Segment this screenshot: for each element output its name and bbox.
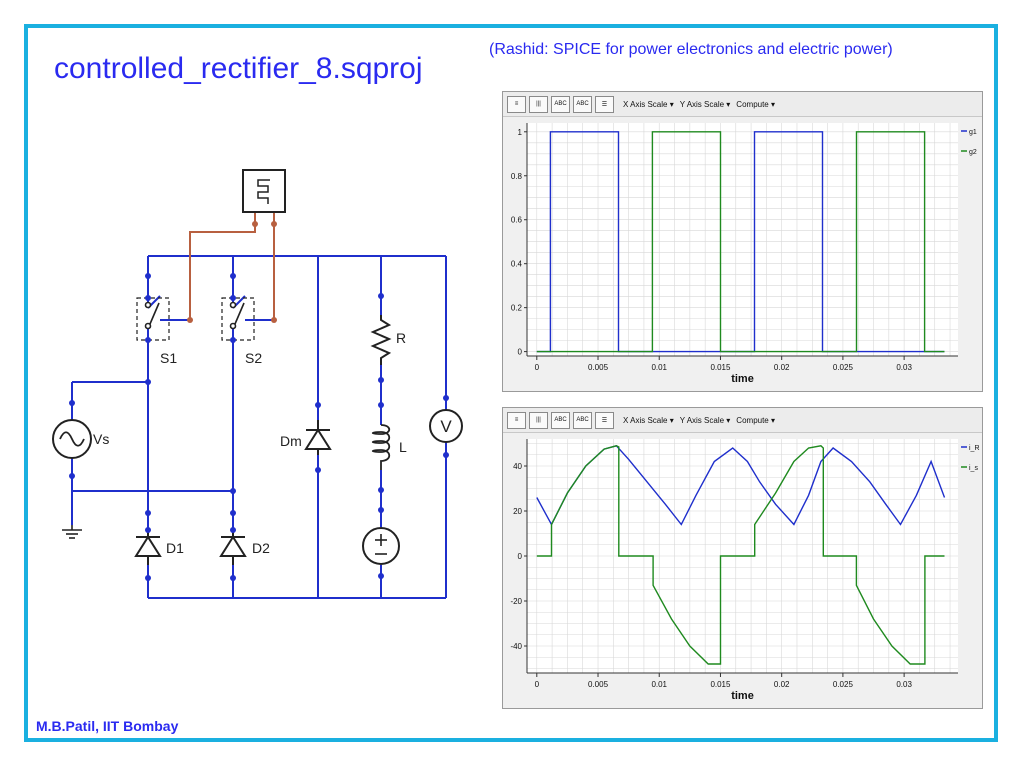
inductor-icon: [371, 424, 391, 470]
compute-menu[interactable]: Compute ▾: [736, 415, 776, 425]
slide-subtitle: (Rashid: SPICE for power electronics and…: [489, 41, 893, 58]
bars-icon[interactable]: |||: [529, 95, 548, 113]
label-l: L: [399, 439, 407, 455]
abc-icon[interactable]: ABC: [551, 411, 570, 429]
x-axis-scale-menu[interactable]: X Axis Scale ▾: [623, 415, 674, 425]
plot-panel-2: ≡ ||| ABC ABC ☰ X Axis Scale ▾ Y Axis Sc…: [502, 407, 983, 709]
y-tick-label: 0.2: [511, 304, 523, 313]
label-r: R: [396, 330, 406, 346]
label-vs: Vs: [93, 431, 109, 447]
x-tick-label: 0.01: [651, 363, 667, 372]
y-tick-label: 40: [513, 462, 522, 471]
y-tick-label: 0: [518, 552, 523, 561]
y-tick-label: 0: [518, 348, 523, 357]
abc-chart-icon[interactable]: ABC: [573, 95, 592, 113]
voltmeter-symbol: V: [440, 417, 452, 436]
circuit-schematic: V S1 S2 Vs Dm R L D1 D2: [52, 169, 463, 599]
legend-icon[interactable]: ☰: [595, 95, 614, 113]
slide-footer: M.B.Patil, IIT Bombay: [36, 718, 179, 734]
x-tick-label: 0.015: [710, 680, 731, 689]
x-tick-label: 0.025: [833, 680, 854, 689]
current-plot: 0 0.005 0.01 0.015 0.02 0.025 0.03 -40 -20 0 20 40 t…: [510, 439, 980, 702]
plot-panel-1: ≡ ||| ABC ABC ☰ X Axis Scale ▾ Y Axis Sc…: [502, 91, 983, 392]
slide-border: [24, 24, 998, 742]
x-tick-label: 0.025: [833, 363, 854, 372]
label-s2: S2: [245, 350, 262, 366]
gate-signal-plot: 0 0.005 0.01 0.015 0.02 0.025 0.03 0 0.2 0.4 0.6 0.…: [511, 123, 977, 385]
legend-label: i_R: [969, 445, 980, 452]
y-tick-label: 20: [513, 507, 522, 516]
x-axis-scale-menu[interactable]: X Axis Scale ▾: [623, 99, 674, 109]
label-dm: Dm: [280, 433, 302, 449]
x-tick-label: 0: [535, 363, 540, 372]
legend-label: g2: [969, 149, 977, 156]
x-tick-label: 0.03: [896, 680, 912, 689]
x-tick-label: 0.02: [774, 680, 790, 689]
x-axis-label: time: [731, 690, 754, 702]
x-tick-label: 0.015: [710, 363, 731, 372]
series-line-g2: [536, 131, 945, 353]
resistor-icon: [370, 315, 392, 365]
y-axis-scale-menu[interactable]: Y Axis Scale ▾: [679, 415, 731, 425]
ground-icon: [62, 525, 82, 539]
legend-label: g1: [969, 129, 977, 136]
y-tick-label: 0.6: [511, 216, 523, 225]
compute-menu[interactable]: Compute ▾: [736, 99, 776, 109]
y-axis-scale-menu[interactable]: Y Axis Scale ▾: [679, 99, 731, 109]
controller-block: [242, 169, 286, 213]
plot-toolbar: ≡ ||| ABC ABC ☰ X Axis Scale ▾ Y Axis Sc…: [503, 408, 982, 433]
list-icon[interactable]: ≡: [507, 411, 526, 429]
series-line-i_s: [536, 445, 945, 665]
x-tick-label: 0.03: [896, 363, 912, 372]
legend-icon[interactable]: ☰: [595, 411, 614, 429]
series-line-g1: [536, 131, 945, 353]
label-d2: D2: [252, 540, 270, 556]
bars-icon[interactable]: |||: [529, 411, 548, 429]
list-icon[interactable]: ≡: [507, 95, 526, 113]
abc-icon[interactable]: ABC: [551, 95, 570, 113]
x-tick-label: 0.01: [651, 680, 667, 689]
x-tick-label: 0.02: [774, 363, 790, 372]
x-axis-label: time: [731, 373, 754, 385]
plot-toolbar: ≡ ||| ABC ABC ☰ X Axis Scale ▾ Y Axis Sc…: [503, 92, 982, 117]
y-tick-label: -20: [510, 597, 522, 606]
y-tick-label: 1: [518, 128, 523, 137]
y-tick-label: 0.4: [511, 260, 523, 269]
voltmeter-icon: [429, 409, 463, 443]
legend-label: i_s: [969, 465, 978, 472]
y-tick-label: 0.8: [511, 172, 523, 181]
slide-title: controlled_rectifier_8.sqproj: [54, 52, 423, 85]
label-s1: S1: [160, 350, 177, 366]
label-d1: D1: [166, 540, 184, 556]
x-tick-label: 0: [535, 680, 540, 689]
plot-area: [527, 123, 958, 356]
abc-chart-icon[interactable]: ABC: [573, 411, 592, 429]
x-tick-label: 0.005: [588, 680, 609, 689]
y-tick-label: -40: [510, 642, 522, 651]
x-tick-label: 0.005: [588, 363, 609, 372]
